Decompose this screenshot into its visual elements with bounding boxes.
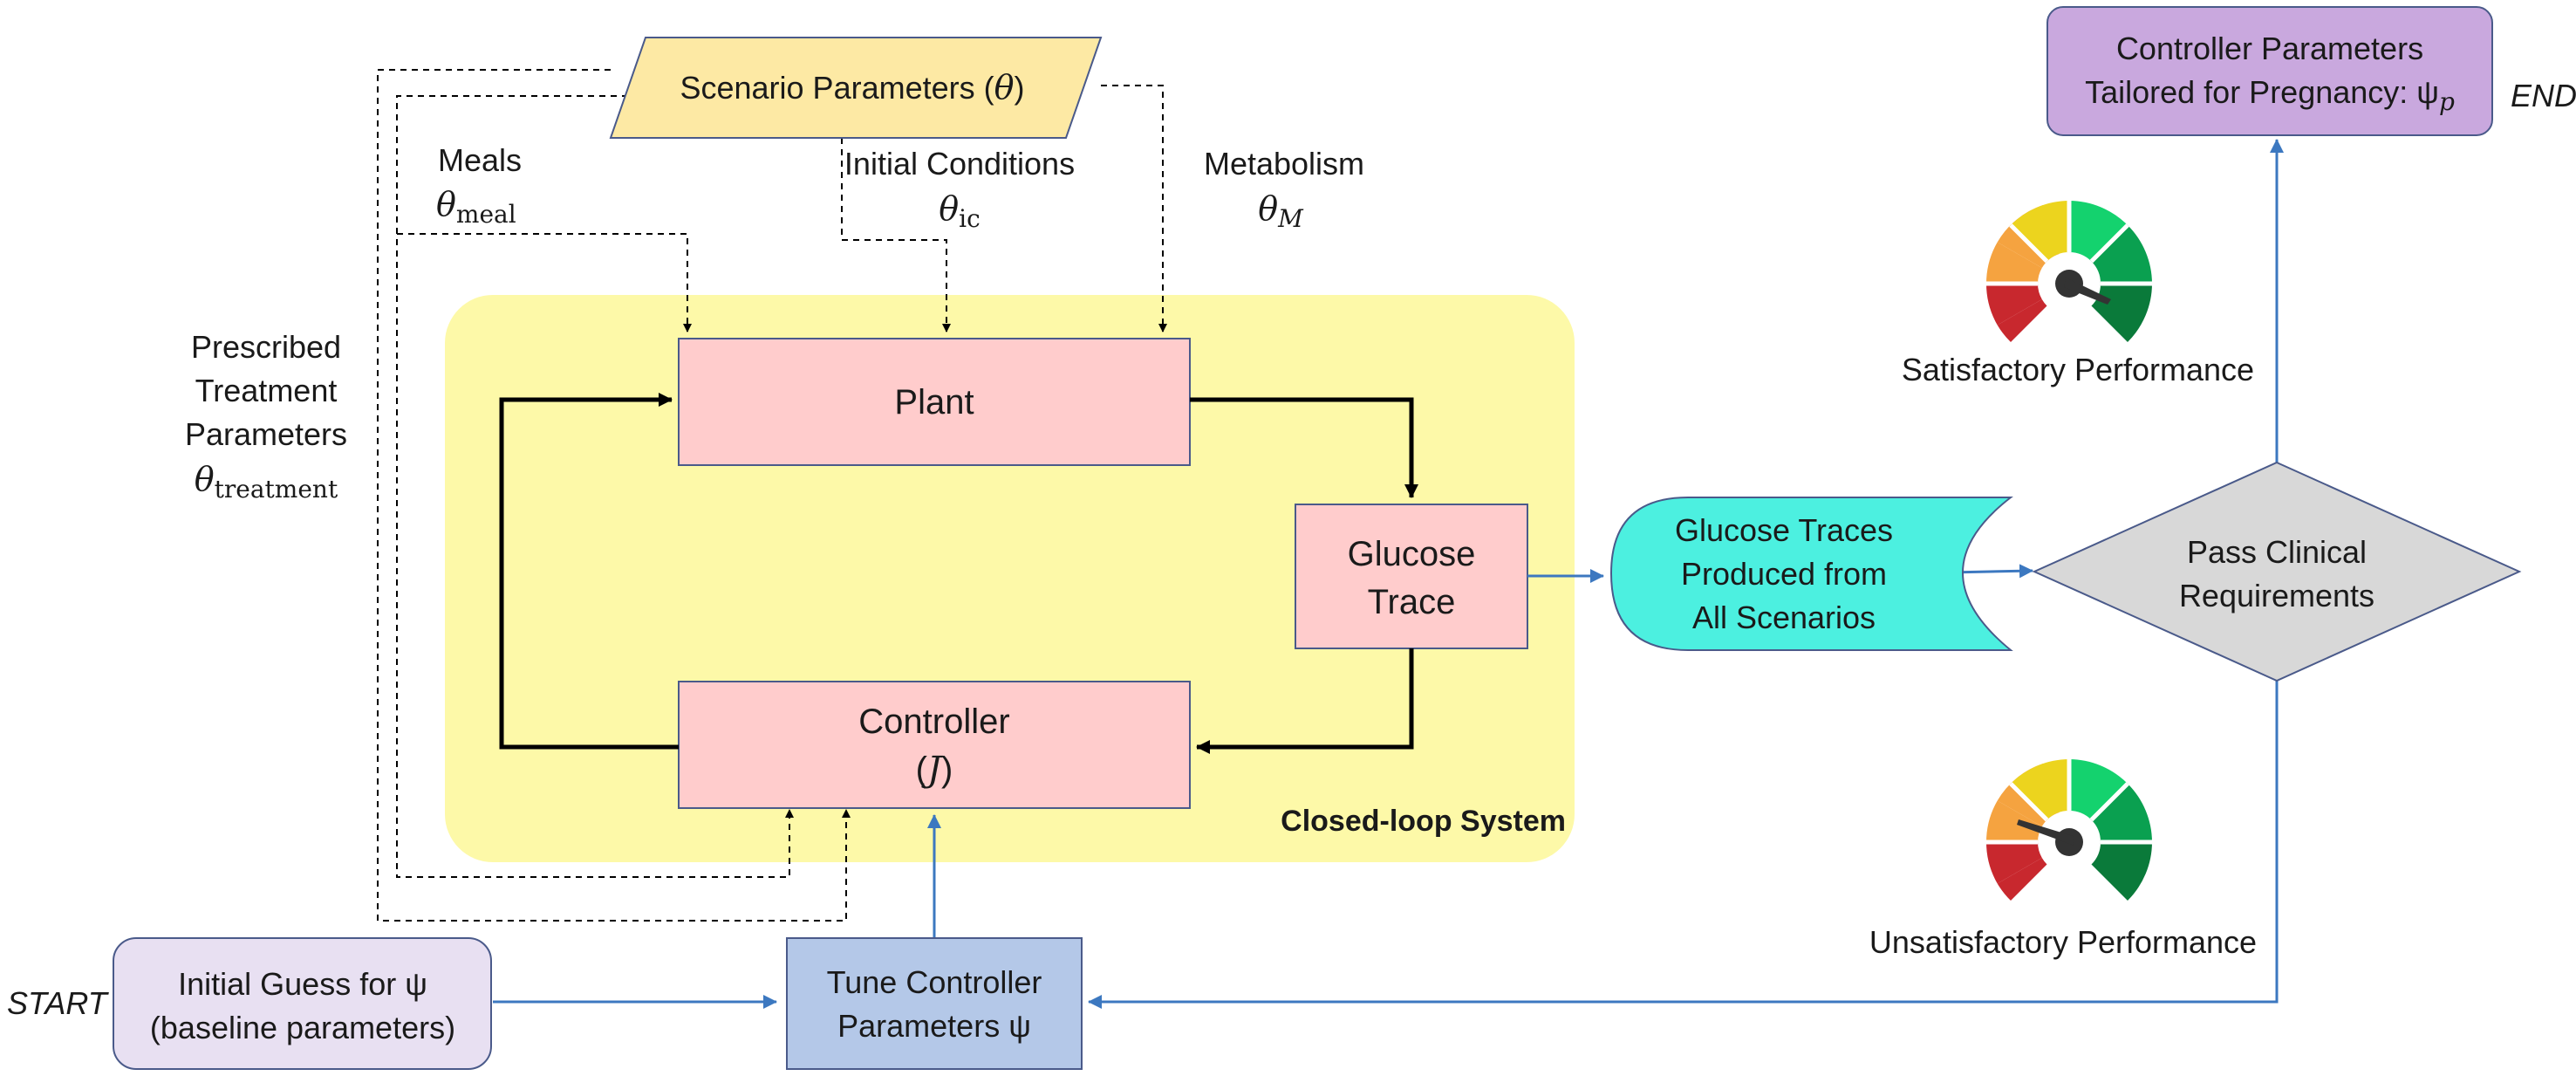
- satisfactory-gauge-icon: [1986, 201, 2152, 342]
- satisfactory-performance-label: Satisfactory Performance: [1902, 352, 2254, 387]
- meals-subscript: meal: [456, 200, 516, 229]
- svg-text:θmeal: θmeal: [436, 185, 516, 229]
- start-label: START: [7, 985, 110, 1021]
- tune-controller-line2: Parameters ψ: [837, 1008, 1031, 1044]
- svg-text:All Scenarios: All Scenarios: [1692, 600, 1876, 635]
- scenario-parameters-box: [609, 37, 1103, 139]
- tune-controller-line1: Tune Controller: [827, 964, 1042, 1000]
- scenario-parameters-label: Scenario Parameters: [680, 70, 974, 106]
- treatment-subscript: treatment: [215, 475, 338, 504]
- svg-text:(J): (J): [916, 750, 953, 790]
- controller-label: Controller: [858, 702, 1009, 741]
- tailored-parameters-line2: Tailored for Pregnancy: ψ: [2085, 74, 2439, 110]
- initial-guess-line1: Initial Guess for ψ: [178, 966, 427, 1002]
- plant-block: [678, 338, 1191, 466]
- treatment-theta-symbol: θ: [195, 460, 215, 498]
- svg-text:Glucose Traces: Glucose Traces: [1675, 512, 1893, 548]
- metabolism-subscript: M: [1277, 204, 1304, 233]
- tune-controller-box: [786, 937, 1083, 1070]
- ic-theta-symbol: θ: [939, 189, 959, 228]
- closed-loop-arrows: [499, 393, 1418, 754]
- decision-label-line2: Requirements: [2179, 578, 2374, 613]
- glucose-trace-block: [1295, 504, 1528, 649]
- tailored-parameters-box: [2046, 6, 2493, 136]
- svg-text:Parameters: Parameters: [185, 416, 347, 452]
- scenario-dashed-lines: [377, 69, 1167, 922]
- svg-text:Prescribed: Prescribed: [191, 329, 341, 365]
- initial-guess-line2: (baseline parameters): [150, 1010, 455, 1045]
- ic-subscript: ic: [959, 204, 981, 233]
- tailored-psi-subscript: p: [2439, 87, 2455, 116]
- svg-text:Tailored for Pregnancy: ψp: Tailored for Pregnancy: ψp: [2085, 74, 2455, 116]
- unsatisfactory-gauge-icon: [1986, 759, 2152, 901]
- svg-text:θM: θM: [1258, 189, 1304, 233]
- glucose-traces-store-label: Glucose Traces Produced from All Scenari…: [1675, 512, 1893, 635]
- glucose-traces-store: [1609, 497, 2013, 651]
- meals-theta-symbol: θ: [436, 185, 456, 223]
- tailored-parameters-line1: Controller Parameters: [2116, 31, 2423, 66]
- svg-text:Treatment: Treatment: [195, 373, 338, 408]
- treatment-parameters-label: Prescribed Treatment Parameters θtreatme…: [185, 329, 347, 504]
- metabolism-label: Metabolism: [1204, 146, 1364, 182]
- unsatisfactory-performance-label: Unsatisfactory Performance: [1869, 924, 2257, 960]
- svg-text:θic: θic: [939, 189, 981, 233]
- svg-text:θtreatment: θtreatment: [195, 460, 338, 504]
- initial-conditions-label: Initial Conditions: [844, 146, 1075, 182]
- svg-text:Produced from: Produced from: [1681, 556, 1887, 592]
- glucose-trace-label-line2: Trace: [1368, 583, 1456, 621]
- closed-loop-label: Closed-loop System: [1281, 805, 1566, 838]
- meals-label: Meals: [438, 142, 522, 178]
- decision-label-line1: Pass Clinical: [2187, 534, 2367, 570]
- pass-clinical-requirements-diamond: [2032, 461, 2522, 682]
- glucose-trace-label-line1: Glucose: [1348, 535, 1476, 573]
- plant-label: Plant: [894, 383, 974, 421]
- svg-text:Scenario Parameters (θ): Scenario Parameters (θ): [680, 68, 1024, 106]
- metabolism-theta-symbol: θ: [1258, 189, 1278, 228]
- end-label: END: [2511, 78, 2576, 113]
- controller-block: [678, 681, 1191, 809]
- scenario-theta-symbol: θ: [994, 68, 1015, 106]
- initial-guess-box: [113, 937, 492, 1070]
